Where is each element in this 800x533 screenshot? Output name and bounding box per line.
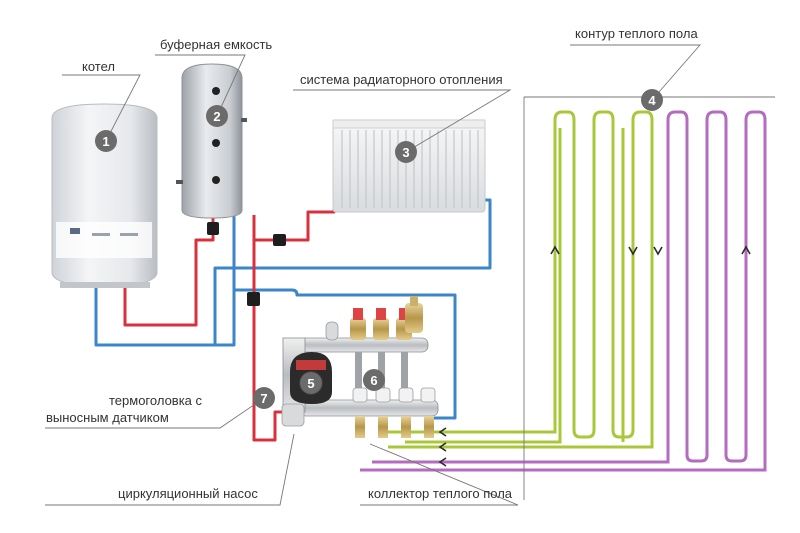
marker-1 xyxy=(95,130,117,152)
supply-radiator xyxy=(252,200,336,242)
marker-4 xyxy=(641,89,663,111)
leader-floor xyxy=(570,44,701,101)
label-buffer-tank: буферная емкость xyxy=(160,37,272,52)
marker-2-text: 2 xyxy=(213,109,220,124)
labels: котел буферная емкость система радиаторн… xyxy=(46,26,698,501)
label-floor-manifold: коллектор теплого пола xyxy=(368,486,513,501)
arrow-up-1 xyxy=(550,245,560,255)
radiator-icon xyxy=(332,119,486,213)
return-pipes xyxy=(94,198,492,420)
leader-buffer xyxy=(155,54,246,117)
label-boiler: котел xyxy=(82,59,115,74)
return-floor-manifold xyxy=(232,268,457,420)
manifold-caps xyxy=(352,387,436,403)
flow-arrows xyxy=(438,245,751,467)
marker-6-text: 6 xyxy=(370,373,377,388)
return-radiator xyxy=(213,198,492,345)
valve-blocks xyxy=(207,222,286,306)
marker-5-text: 5 xyxy=(307,376,314,391)
arrow-left-7 xyxy=(438,457,447,467)
marker-3 xyxy=(395,141,417,163)
green-loop-supply-line xyxy=(388,110,654,449)
supply-boiler-to-tank xyxy=(123,215,215,327)
markers: 1 2 3 4 5 6 7 xyxy=(95,89,663,409)
flow-meters xyxy=(350,308,412,340)
label-circulation-pump: циркуляционный насос xyxy=(118,486,258,501)
arrow-left-5 xyxy=(438,427,447,437)
leader-pump xyxy=(45,433,295,506)
leader-manifold xyxy=(360,443,519,506)
outlet-fittings xyxy=(355,416,434,438)
arrow-left-6 xyxy=(438,442,447,452)
floor-loops-green xyxy=(388,110,654,449)
leader-radiator xyxy=(293,89,512,153)
arrow-down-3 xyxy=(653,246,663,256)
leader-thermo xyxy=(45,397,265,429)
valve-block-1 xyxy=(207,222,219,235)
label-radiator-system: система радиаторного отопления xyxy=(300,72,503,87)
valve-block-2 xyxy=(273,234,286,246)
marker-2 xyxy=(206,105,228,127)
floor-loops-purple xyxy=(360,110,767,472)
marker-7 xyxy=(253,387,275,409)
marker-4-text: 4 xyxy=(648,93,656,108)
marker-1-text: 1 xyxy=(102,134,109,149)
arrow-up-4 xyxy=(741,245,751,255)
label-thermo-head-line1: термоголовка с xyxy=(109,393,203,408)
marker-7-text: 7 xyxy=(260,391,267,406)
label-thermo-head-line2: выносным датчиком xyxy=(46,410,169,425)
leader-boiler xyxy=(62,74,141,142)
arrow-down-2 xyxy=(628,246,638,256)
buffer-tank-icon xyxy=(176,63,247,219)
marker-6 xyxy=(363,369,385,391)
purple-loop-line xyxy=(360,110,767,472)
marker-5 xyxy=(300,372,322,394)
green-loop-inner xyxy=(405,128,625,444)
marker-3-text: 3 xyxy=(402,145,409,160)
label-floor-circuit: контур теплого пола xyxy=(575,26,698,41)
valve-block-3 xyxy=(247,292,260,306)
boiler-icon xyxy=(51,103,158,288)
